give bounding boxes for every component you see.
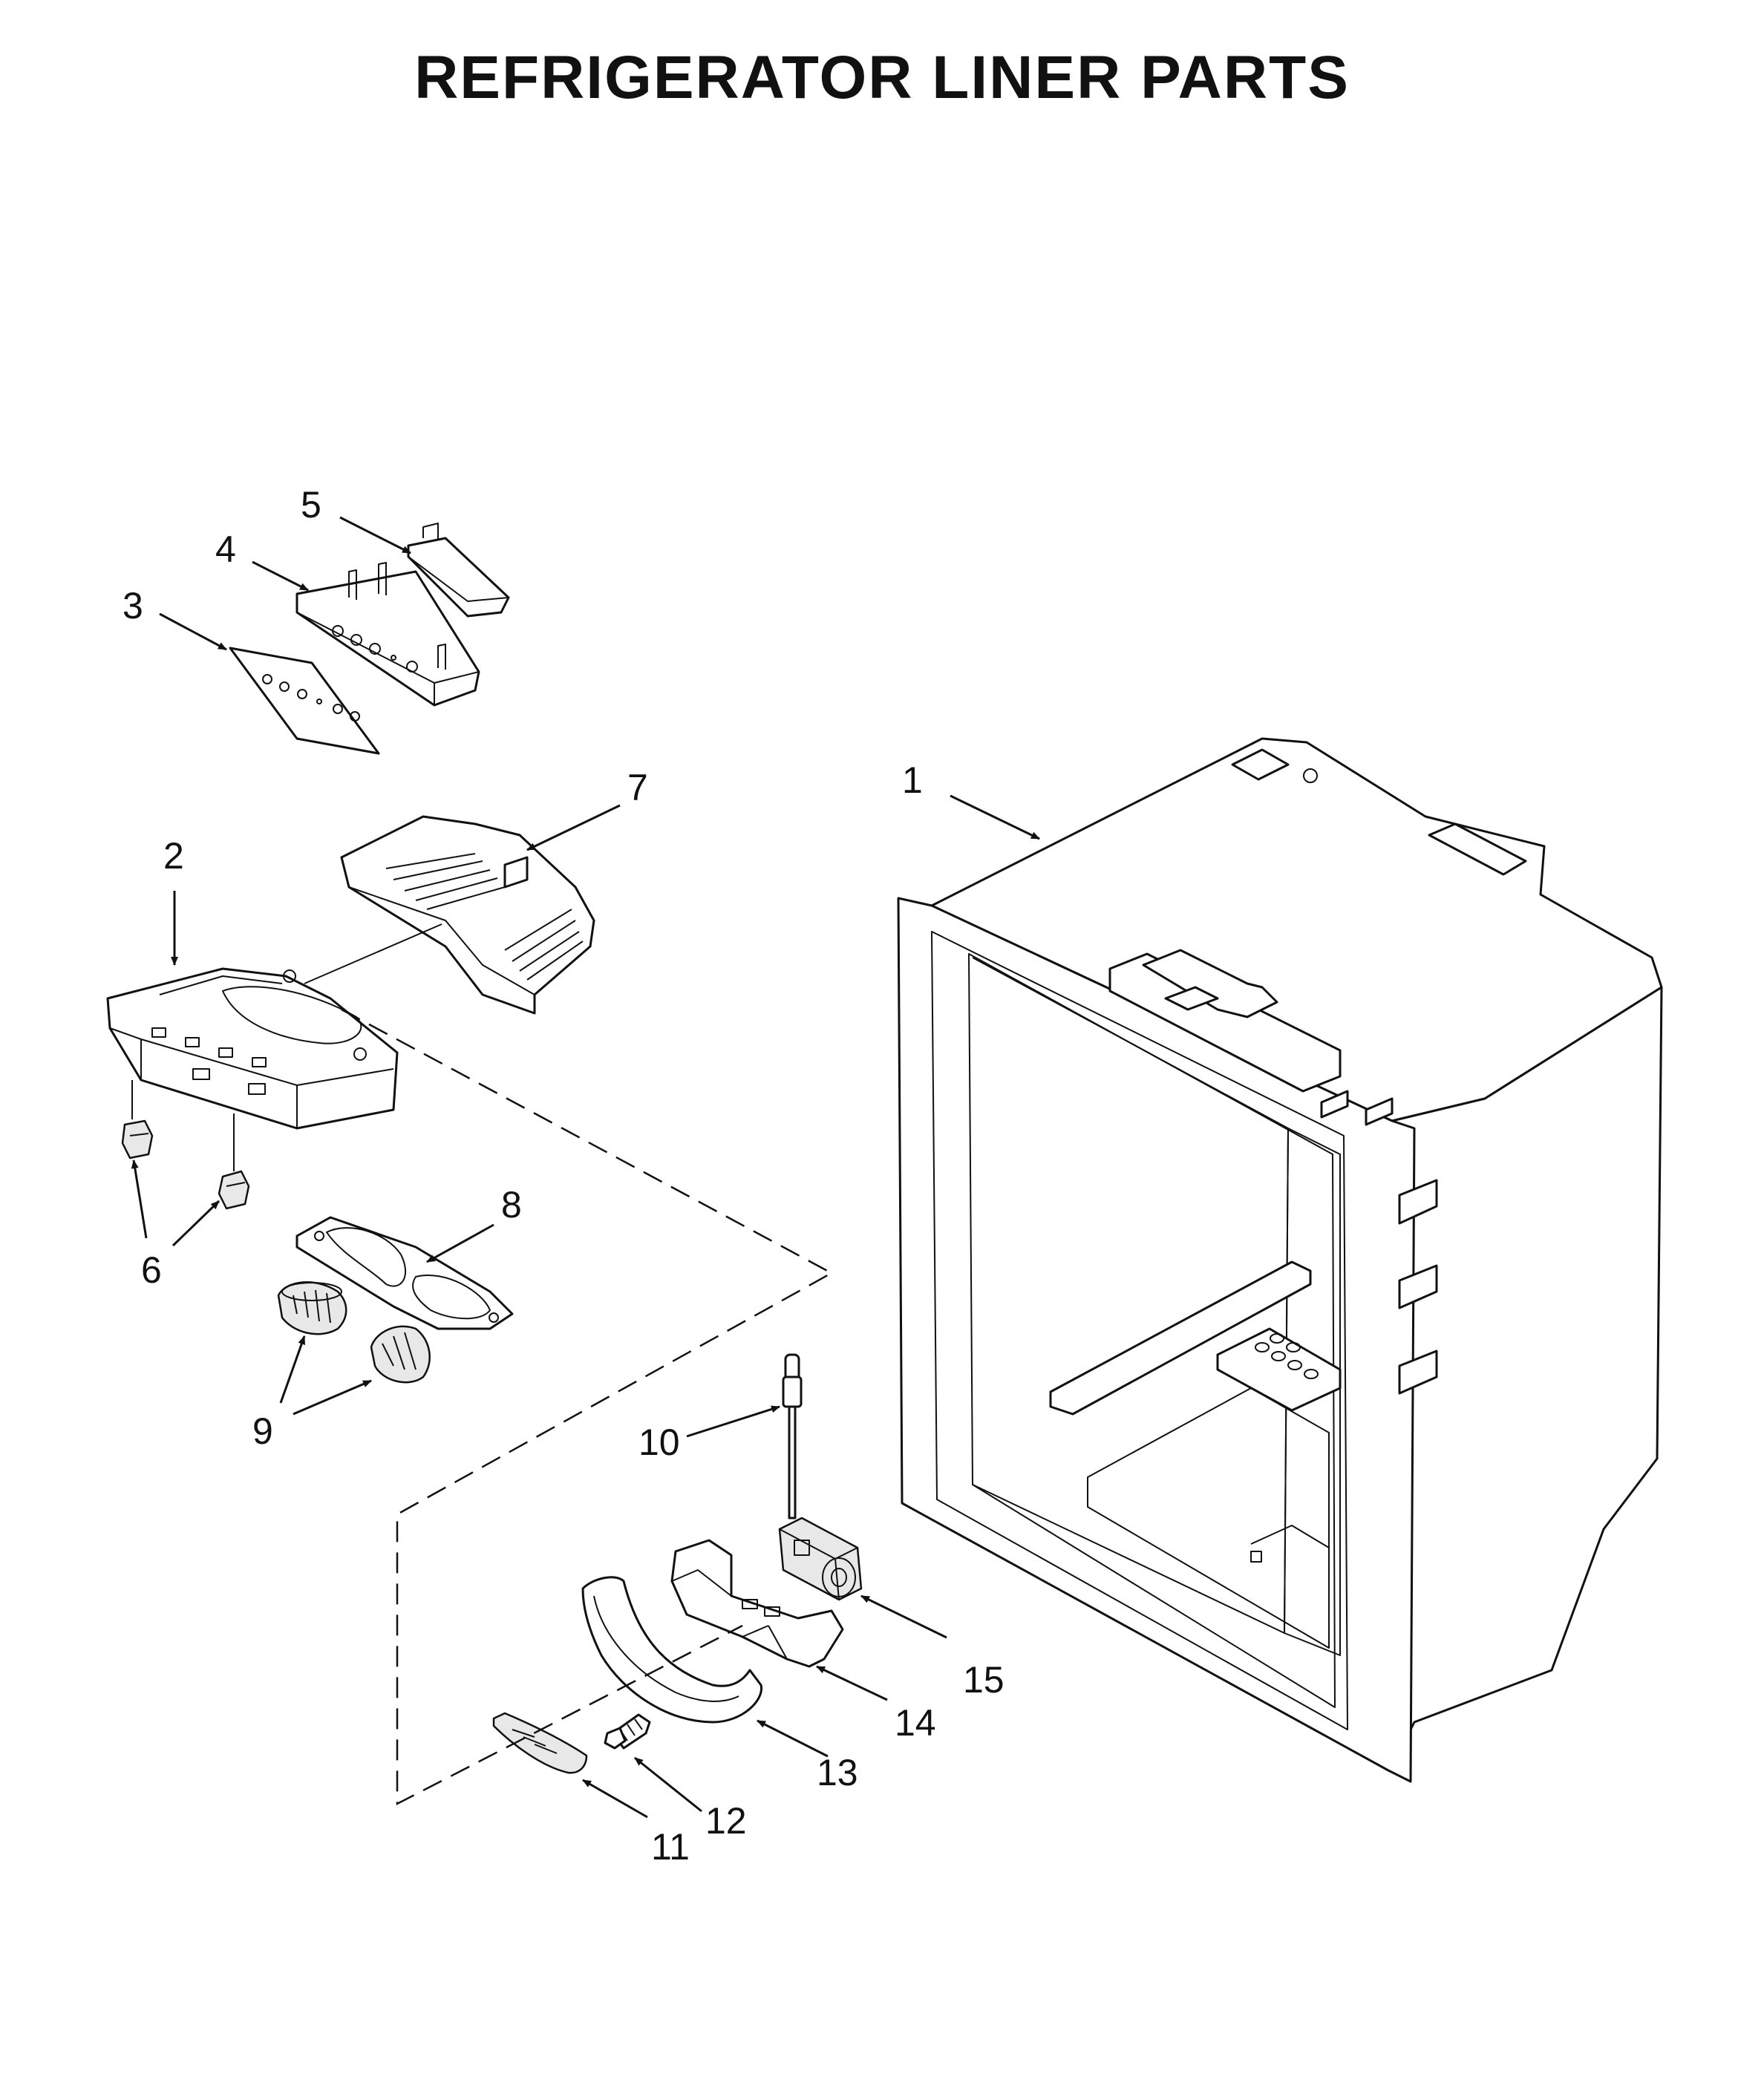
callout-2: 2 bbox=[163, 835, 184, 877]
leader-arrow-8 bbox=[426, 1223, 494, 1263]
leader-arrow-6a bbox=[131, 1159, 148, 1239]
part-14-housing[interactable] bbox=[670, 1539, 844, 1668]
part-2-control-housing[interactable] bbox=[106, 967, 399, 1130]
part-6-switch-left[interactable] bbox=[121, 1119, 154, 1159]
leader-arrow-13 bbox=[757, 1719, 829, 1758]
part-12-screw[interactable] bbox=[604, 1713, 651, 1750]
leader-arrow-14 bbox=[816, 1665, 888, 1701]
part-4-panel-bracket[interactable] bbox=[295, 562, 480, 707]
leader-arrows bbox=[131, 516, 1040, 1819]
callout-15: 15 bbox=[963, 1659, 1004, 1701]
callout-5: 5 bbox=[301, 484, 321, 526]
part-9-light-socket-left[interactable] bbox=[277, 1281, 347, 1335]
leader-arrow-9b bbox=[293, 1379, 372, 1416]
leader-arrow-7 bbox=[526, 804, 621, 851]
leader-arrow-1 bbox=[950, 794, 1040, 840]
leader-arrow-11 bbox=[582, 1779, 648, 1819]
callout-7: 7 bbox=[627, 767, 648, 808]
callout-9: 9 bbox=[252, 1410, 273, 1452]
leader-arrow-15 bbox=[860, 1594, 947, 1639]
part-6-switch-right[interactable] bbox=[218, 1170, 250, 1210]
callout-6: 6 bbox=[141, 1249, 162, 1291]
callout-12: 12 bbox=[705, 1800, 747, 1842]
leader-arrow-4 bbox=[252, 560, 309, 592]
callout-1: 1 bbox=[902, 759, 923, 801]
part-5-connector[interactable] bbox=[407, 523, 510, 618]
part-7-vent-cover[interactable] bbox=[340, 815, 595, 1015]
leader-arrow-6b bbox=[172, 1200, 220, 1247]
part-3-overlay-panel[interactable] bbox=[229, 647, 380, 755]
callout-numbers: 1 2 3 4 5 6 7 8 9 10 11 12 13 14 15 bbox=[122, 484, 1004, 1868]
part-11-cover-trim[interactable] bbox=[492, 1712, 588, 1774]
leader-arrow-9a bbox=[279, 1335, 306, 1404]
callout-13: 13 bbox=[817, 1752, 858, 1793]
callout-8: 8 bbox=[501, 1184, 522, 1226]
part-15-damper-control[interactable] bbox=[778, 1517, 863, 1601]
part-9-light-socket-right[interactable] bbox=[370, 1325, 431, 1384]
callout-3: 3 bbox=[122, 585, 143, 627]
leader-arrow-12 bbox=[634, 1756, 702, 1813]
leader-arrow-3 bbox=[159, 612, 227, 651]
liner-vent-holes bbox=[1255, 1333, 1319, 1379]
leader-arrow-5 bbox=[339, 516, 411, 555]
assembly-guide-lines bbox=[131, 923, 834, 1806]
part-10-sensor[interactable] bbox=[782, 1353, 803, 1519]
callout-14: 14 bbox=[895, 1702, 936, 1744]
callout-4: 4 bbox=[215, 529, 236, 570]
callout-10: 10 bbox=[638, 1422, 680, 1463]
part-8-light-housing[interactable] bbox=[295, 1216, 514, 1330]
part-1-liner[interactable] bbox=[897, 737, 1663, 1783]
diagram-title: REFRIGERATOR LINER PARTS bbox=[414, 44, 1350, 111]
callout-11: 11 bbox=[651, 1826, 690, 1868]
leader-arrow-10 bbox=[686, 1405, 780, 1438]
